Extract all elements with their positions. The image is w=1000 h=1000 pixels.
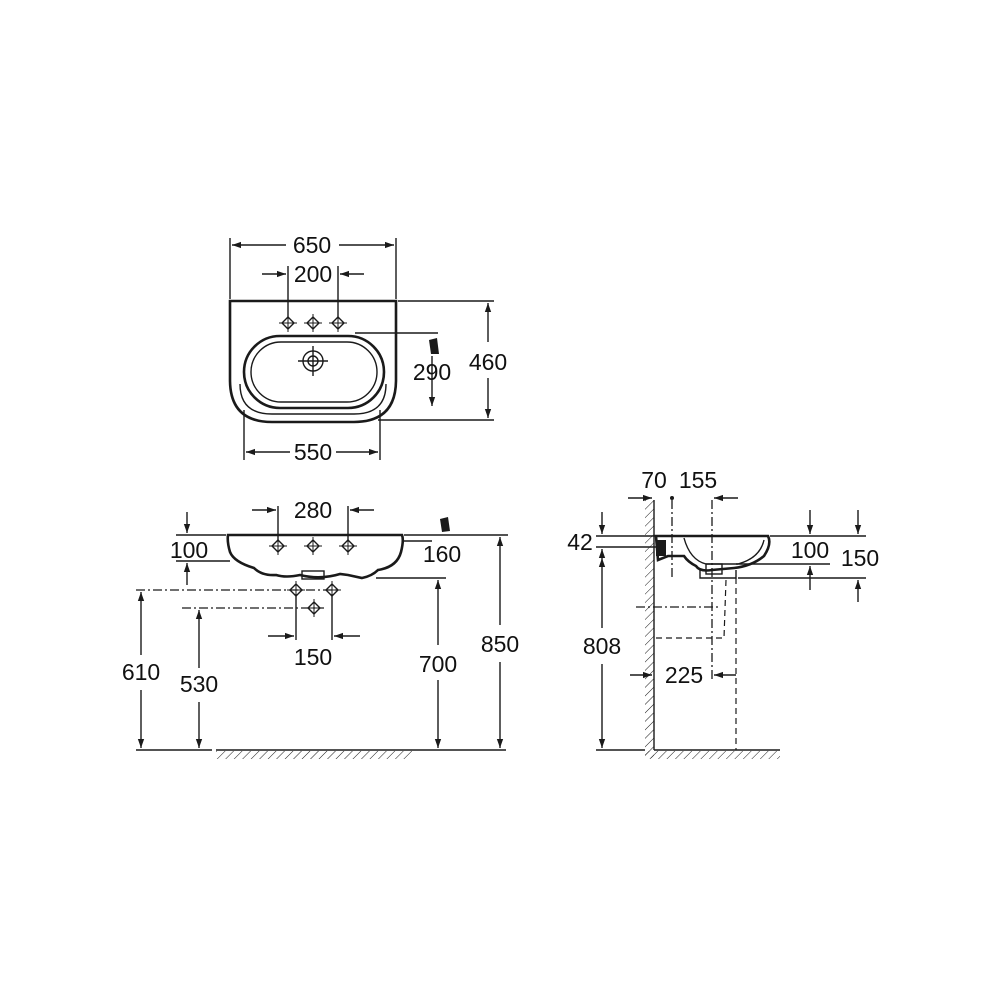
bowl-inner: [250, 341, 378, 403]
dim-outlet-offset: 160: [423, 541, 461, 567]
pedestal-outline: [656, 579, 727, 639]
dim-supply-height: 610: [122, 659, 160, 685]
tap-hole-icon: [303, 536, 323, 556]
dim-front-tap-spacing: 280: [294, 497, 332, 523]
dim-underside-height: 700: [419, 651, 457, 677]
wall-hatch: [645, 500, 655, 758]
basin-plan-rim: [239, 383, 387, 415]
dim-tap-offset: 155: [679, 467, 717, 493]
waste-trap: [699, 568, 737, 579]
dim-overall-depth: 460: [469, 349, 507, 375]
dim-bowl-depth: 100: [791, 537, 829, 563]
drain-icon: [298, 346, 328, 376]
tap-hole-icon: [303, 313, 323, 333]
dim-rim-height: 100: [170, 537, 208, 563]
bowl-outline: [242, 334, 386, 410]
outlet-icon: [440, 517, 450, 532]
floor-hatch: [216, 749, 412, 759]
outlet-icon: [429, 338, 439, 354]
dim-supply-spacing: 150: [294, 644, 332, 670]
dim-overall-width: 650: [293, 232, 331, 258]
floor-hatch-side: [645, 749, 780, 759]
dim-wall-offset: 70: [641, 467, 667, 493]
dim-bowl-width: 550: [294, 439, 332, 465]
dim-rim-top-height: 850: [481, 631, 519, 657]
wall-bracket: [656, 540, 666, 556]
side-view: 70 155 42 808 225 100 150: [567, 467, 879, 759]
dim-back-height: 42: [567, 529, 593, 555]
basin-plan-outline: [228, 299, 398, 424]
dim-front-height: 150: [841, 545, 879, 571]
outlet-slot: [301, 570, 325, 580]
basin-side-outline: [654, 534, 771, 572]
dim-pedestal-offset: 225: [665, 662, 703, 688]
plan-view: 650 200 290 460 550: [228, 232, 507, 465]
basin-side-inner: [683, 537, 765, 565]
dim-bracket-height: 808: [583, 633, 621, 659]
dim-waste-height: 530: [180, 671, 218, 697]
dim-tap-spacing: 200: [294, 261, 332, 287]
dim-drain-depth: 290: [413, 359, 451, 385]
front-view: 280 100 160 150 610 530: [122, 497, 519, 759]
